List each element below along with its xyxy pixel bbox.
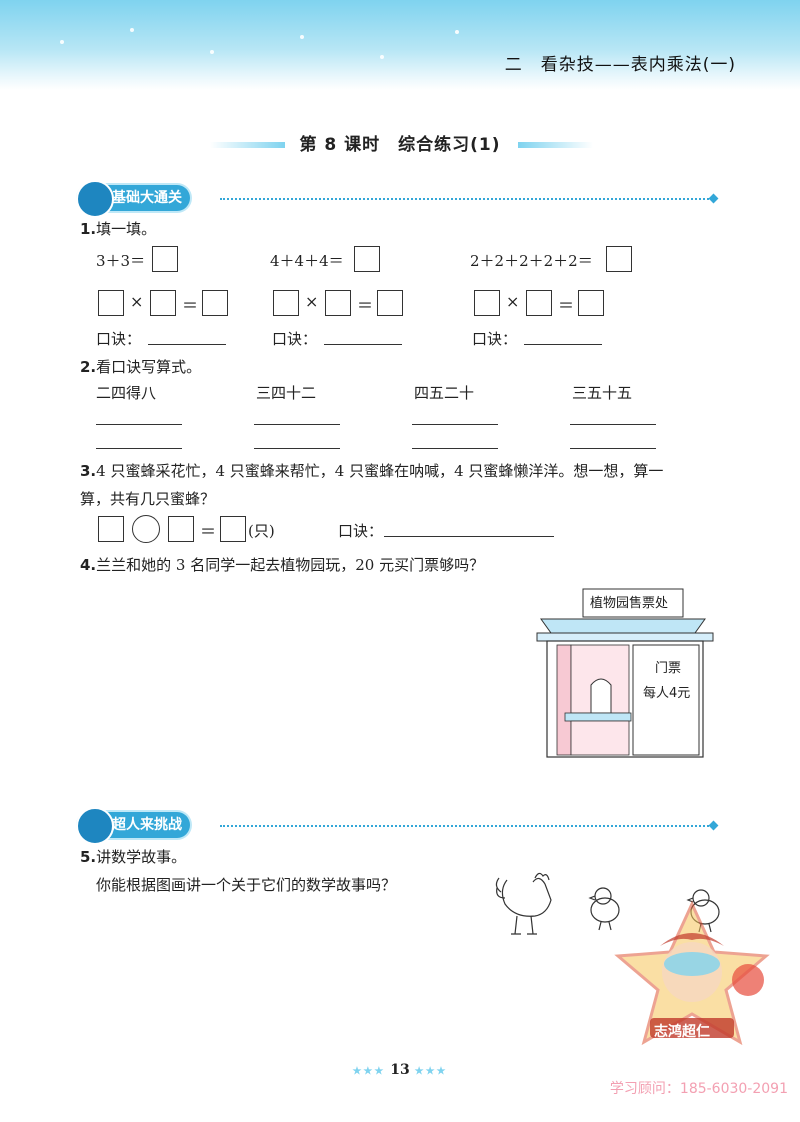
q1-expr-b: 4＋4＋4＝ — [270, 252, 344, 270]
question-text: 讲数学故事。 — [96, 848, 187, 866]
koujue-label: 口诀： — [338, 522, 384, 540]
watermark: 学习顾问：185-6030-2091 — [609, 1081, 788, 1097]
mascot-badge-text: 志鸿超仁 — [654, 1024, 710, 1040]
answer-line[interactable] — [148, 344, 226, 345]
koujue-label: 口诀： — [472, 330, 518, 348]
koujue-label: 口诀： — [272, 330, 318, 348]
question-5: 5.讲数学故事。 — [80, 846, 186, 867]
answer-box[interactable] — [202, 290, 228, 316]
koujue-item: 二四得八 — [96, 384, 157, 402]
chapter-title: 二 看杂技——表内乘法(一) — [504, 55, 736, 75]
section-label: 基础大通关 — [112, 190, 182, 206]
answer-box[interactable] — [606, 246, 632, 272]
mascot-illustration — [614, 900, 770, 1046]
times-sign: × — [130, 292, 144, 311]
answer-box[interactable] — [526, 290, 552, 316]
ticket-booth-illustration — [536, 588, 714, 758]
section-divider — [220, 825, 712, 827]
answer-box[interactable] — [150, 290, 176, 316]
koujue-item: 四五二十 — [414, 384, 475, 402]
answer-line[interactable] — [570, 424, 656, 425]
chick-icon — [588, 887, 620, 931]
question-5-subtext: 你能根据图画讲一个关于它们的数学故事吗？ — [96, 876, 397, 894]
question-text: 4 只蜜蜂采花忙，4 只蜜蜂来帮忙，4 只蜜蜂在呐喊，4 只蜜蜂懒洋洋。想一想，… — [96, 462, 664, 480]
divider-end-icon — [708, 193, 719, 204]
question-number: 3. — [80, 462, 97, 480]
title-bar-left — [210, 142, 285, 148]
question-3-line2: 算，共有几只蜜蜂？ — [80, 490, 216, 508]
star-icon: ★★★ — [352, 1066, 386, 1077]
q1-expr-a: 3＋3＝ — [96, 252, 146, 270]
star-icon: ★★★ — [414, 1066, 448, 1077]
question-4: 4.兰兰和她的 3 名同学一起去植物园玩，20 元买门票够吗？ — [80, 554, 484, 575]
question-text: 兰兰和她的 3 名同学一起去植物园玩，20 元买门票够吗？ — [96, 556, 485, 574]
answer-box[interactable] — [474, 290, 500, 316]
answer-line[interactable] — [96, 424, 182, 425]
answer-line[interactable] — [384, 536, 554, 537]
equals-sign: ＝ — [182, 296, 199, 315]
section-badge-challenge: 超人来挑战 — [76, 807, 190, 845]
times-sign: × — [305, 292, 319, 311]
lesson-title-wrap: 第 8 课时 综合练习(1) — [0, 130, 800, 155]
koujue-item: 三五十五 — [572, 384, 633, 402]
koujue-item: 三四十二 — [256, 384, 317, 402]
page-number: 13 — [390, 1062, 410, 1078]
header-band — [0, 0, 800, 90]
answer-line[interactable] — [570, 448, 656, 449]
answer-line[interactable] — [96, 448, 182, 449]
question-text: 填一填。 — [96, 220, 157, 238]
answer-line[interactable] — [254, 424, 340, 425]
unit-label: (只) — [248, 522, 275, 540]
answer-line[interactable] — [324, 344, 402, 345]
question-number: 1. — [80, 220, 97, 238]
equals-sign: ＝ — [558, 296, 575, 315]
section-divider — [220, 198, 712, 200]
answer-box[interactable] — [168, 516, 194, 542]
answer-box[interactable] — [220, 516, 246, 542]
times-sign: × — [506, 292, 520, 311]
question-3: 3.4 只蜜蜂采花忙，4 只蜜蜂来帮忙，4 只蜜蜂在呐喊，4 只蜜蜂懒洋洋。想一… — [80, 460, 663, 481]
lesson-title: 第 8 课时 综合练习(1) — [299, 135, 501, 155]
answer-line[interactable] — [412, 424, 498, 425]
section-label: 超人来挑战 — [112, 817, 182, 833]
question-number: 4. — [80, 556, 97, 574]
answer-line[interactable] — [412, 448, 498, 449]
question-number: 5. — [80, 848, 97, 866]
question-1: 1.填一填。 — [80, 218, 156, 239]
answer-line[interactable] — [254, 448, 340, 449]
question-2: 2.看口诀写算式。 — [80, 356, 201, 377]
ticket-price: 每人4元 — [643, 686, 691, 701]
booth-sign: 植物园售票处 — [590, 596, 669, 611]
koujue-label: 口诀： — [96, 330, 142, 348]
superhero-icon — [76, 807, 114, 845]
page-footer: ★★★ 13 ★★★ — [0, 1062, 800, 1078]
answer-box[interactable] — [152, 246, 178, 272]
rooster-icon — [495, 872, 552, 935]
question-number: 2. — [80, 358, 97, 376]
answer-box[interactable] — [273, 290, 299, 316]
ticket-title: 门票 — [655, 661, 682, 676]
equals-sign: ＝ — [200, 522, 217, 541]
answer-box[interactable] — [354, 246, 380, 272]
answer-box[interactable] — [325, 290, 351, 316]
answer-box[interactable] — [377, 290, 403, 316]
answer-box[interactable] — [578, 290, 604, 316]
question-text: 看口诀写算式。 — [96, 358, 202, 376]
equals-sign: ＝ — [357, 296, 374, 315]
rocket-icon — [76, 180, 114, 218]
answer-line[interactable] — [524, 344, 602, 345]
answer-box[interactable] — [98, 290, 124, 316]
q1-expr-c: 2＋2＋2＋2＋2＝ — [470, 252, 593, 270]
divider-end-icon — [708, 820, 719, 831]
answer-box[interactable] — [98, 516, 124, 542]
operator-circle[interactable] — [132, 515, 160, 543]
section-badge-basic: 基础大通关 — [76, 180, 190, 218]
